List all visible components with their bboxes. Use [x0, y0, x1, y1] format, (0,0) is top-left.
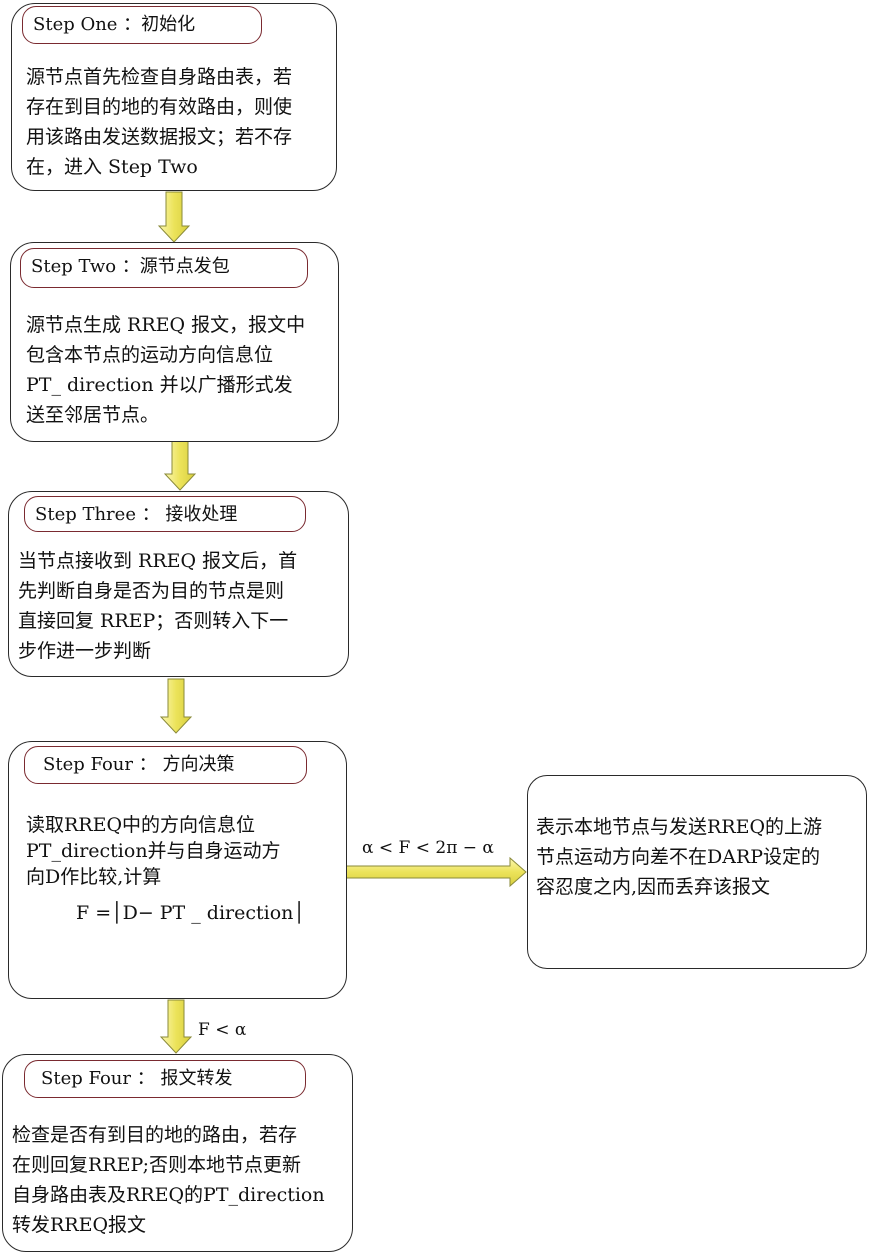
- text-line: 节点运动方向差不在DARP设定的: [536, 846, 821, 868]
- step-two-header: Step Two ：源节点发包: [20, 248, 308, 288]
- step-four-forward-text: 检查是否有到目的地的路由，若存 在则回复RREP;否则本地节点更新 自身路由表及…: [12, 1120, 325, 1240]
- step-one-text: 源节点首先检查自身路由表，若 存在到目的地的有效路由，则使 用该路由发送数据报文…: [26, 62, 292, 182]
- text-line: 表示本地节点与发送RREQ的上游: [536, 816, 823, 838]
- step-two-text: 源节点生成 RREQ 报文，报文中 包含本节点的运动方向信息位 PT_ dire…: [26, 310, 305, 430]
- text-line: PT_direction并与自身运动方: [26, 840, 281, 862]
- step-four-decision-box: [8, 741, 347, 999]
- step-one-header: Step One ：初始化: [22, 6, 262, 44]
- arrow-down-2: [163, 436, 197, 491]
- text-line: 当节点接收到 RREQ 报文后，首: [18, 550, 298, 572]
- discard-condition-label: α < F < 2π − α: [362, 838, 494, 858]
- text-line: 直接回复 RREP；否则转入下一: [18, 610, 289, 632]
- step-three-text: 当节点接收到 RREQ 报文后，首 先判断自身是否为目的节点是则 直接回复 RR…: [18, 546, 297, 666]
- arrow-down-4: [159, 999, 193, 1054]
- text-line: PT_ direction 并以广播形式发: [26, 374, 293, 396]
- text-line: 在，进入 Step Two: [26, 156, 198, 178]
- discard-box: [527, 775, 867, 969]
- text-line: 读取RREQ中的方向信息位: [26, 814, 256, 836]
- arrow-right-discard: [342, 856, 527, 888]
- text-line: 源节点首先检查自身路由表，若: [26, 66, 293, 88]
- step-four-forward-header: Step Four ： 报文转发: [24, 1060, 306, 1098]
- arrow-down-3: [159, 678, 193, 734]
- text-line: 容忍度之内,因而丢弃该报文: [536, 876, 771, 898]
- arrow-down-1: [157, 191, 191, 243]
- step-four-decision-text: 读取RREQ中的方向信息位 PT_direction并与自身运动方 向D作比较,…: [26, 812, 281, 890]
- text-line: 源节点生成 RREQ 报文，报文中: [26, 314, 306, 336]
- text-line: 转发RREQ报文: [12, 1214, 147, 1236]
- text-line: 送至邻居节点。: [26, 404, 160, 426]
- text-line: 在则回复RREP;否则本地节点更新: [12, 1154, 301, 1176]
- discard-text: 表示本地节点与发送RREQ的上游 节点运动方向差不在DARP设定的 容忍度之内,…: [536, 812, 822, 902]
- text-line: 步作进一步判断: [18, 640, 152, 662]
- forward-condition-label: F < α: [198, 1020, 247, 1040]
- text-line: 自身路由表及RREQ的PT_direction: [12, 1184, 325, 1206]
- step-four-decision-header: Step Four ： 方向决策: [24, 746, 307, 784]
- step-three-header: Step Three ： 接收处理: [24, 496, 306, 532]
- text-line: 先判断自身是否为目的节点是则: [18, 580, 285, 602]
- direction-formula: F =│D− PT _ direction│: [76, 902, 305, 924]
- text-line: 存在到目的地的有效路由，则使: [26, 96, 293, 118]
- text-line: 用该路由发送数据报文；若不存: [26, 126, 293, 148]
- text-line: 向D作比较,计算: [26, 866, 162, 888]
- text-line: 包含本节点的运动方向信息位: [26, 344, 274, 366]
- text-line: 检查是否有到目的地的路由，若存: [12, 1124, 298, 1146]
